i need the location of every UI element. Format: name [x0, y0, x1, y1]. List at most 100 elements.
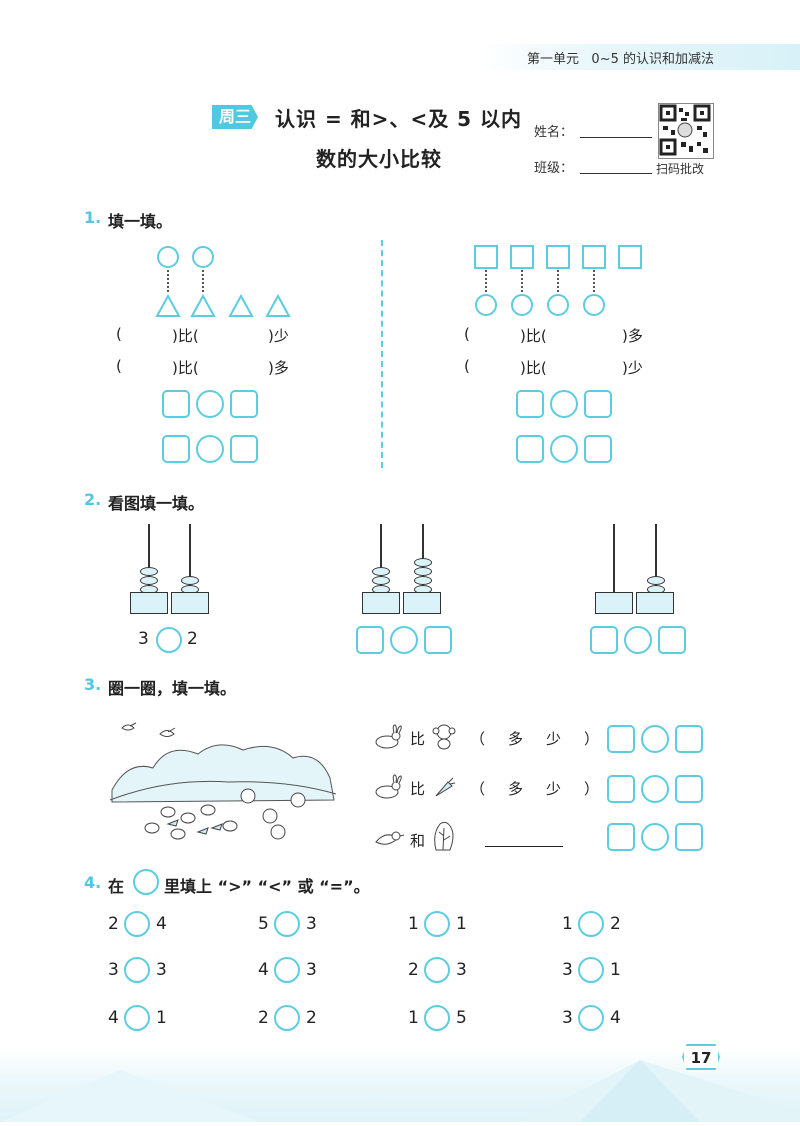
compare-circle[interactable]	[578, 1005, 604, 1031]
section-2-title: 看图填一填。	[108, 494, 205, 513]
compare-circle-example	[133, 869, 159, 895]
triangle-shape	[228, 294, 254, 317]
triangle-shape	[190, 294, 216, 317]
connector-word: 和	[410, 832, 426, 850]
number-right: 4	[610, 1008, 621, 1028]
header-bar	[0, 44, 800, 70]
answer-box-group[interactable]	[607, 823, 703, 853]
footer-band	[0, 1050, 800, 1122]
number-right: 1	[156, 1008, 167, 1028]
number-left: 3	[562, 960, 573, 980]
lesson-title-line2: 数的大小比较	[316, 147, 442, 171]
compare-text: )比(	[520, 327, 547, 345]
section-4-title-pre: 在	[108, 877, 125, 896]
number-right: 1	[456, 914, 467, 934]
answer-box-group[interactable]	[516, 435, 612, 465]
blank-open: (	[464, 325, 470, 343]
circle-shape	[192, 246, 214, 268]
circle-shape	[157, 246, 179, 268]
compare-circle[interactable]	[156, 627, 182, 653]
number-left: 1	[408, 914, 419, 934]
number-left: 2	[408, 960, 419, 980]
circle-shape	[547, 294, 569, 316]
compare-circle[interactable]	[274, 1005, 300, 1031]
class-label: 班级：	[534, 161, 574, 176]
compare-text: )少	[268, 327, 289, 345]
compare-circle[interactable]	[424, 1005, 450, 1031]
number-left: 2	[108, 914, 119, 934]
blank-open: (	[464, 357, 470, 375]
unit-topic: 0~5 的认识和加减法	[591, 52, 714, 67]
number-right: 5	[456, 1008, 467, 1028]
number-right: 1	[610, 960, 621, 980]
monkey-icon	[430, 722, 460, 754]
compare-circle[interactable]	[124, 1005, 150, 1031]
number-left: 4	[108, 1008, 119, 1028]
number-label: 2	[187, 629, 198, 649]
number-left: 1	[408, 1008, 419, 1028]
section-4-title-post: 里填上 “>” “<” 或 “=”。	[164, 877, 370, 896]
number-right: 3	[456, 960, 467, 980]
compare-circle[interactable]	[274, 911, 300, 937]
choice-more-less[interactable]: （ 多 少 ）	[470, 730, 604, 748]
compare-circle[interactable]	[124, 957, 150, 983]
answer-box-group[interactable]	[607, 775, 703, 805]
section-1-title: 填一填。	[108, 212, 173, 231]
cabbage-icon	[430, 820, 458, 856]
number-right: 2	[610, 914, 621, 934]
compare-text: )多	[268, 359, 289, 377]
connector-word: 比	[410, 730, 426, 748]
scene-illustration	[108, 720, 338, 846]
square-shape	[618, 245, 642, 269]
class-field[interactable]	[580, 173, 652, 174]
compare-circle[interactable]	[578, 957, 604, 983]
square-shape	[546, 245, 570, 269]
dotted-connector	[167, 270, 169, 292]
circle-shape	[583, 294, 605, 316]
compare-text: )比(	[520, 359, 547, 377]
number-left: 3	[108, 960, 119, 980]
triangle-shape	[265, 294, 291, 317]
answer-box-group[interactable]	[607, 725, 703, 755]
compare-circle[interactable]	[124, 911, 150, 937]
header-text: 第一单元 0~5 的认识和加减法	[527, 48, 714, 67]
number-left: 4	[258, 960, 269, 980]
answer-line[interactable]	[485, 846, 563, 847]
answer-box-group[interactable]	[162, 435, 258, 465]
name-field[interactable]	[580, 137, 652, 138]
qr-code[interactable]	[658, 103, 714, 159]
compare-circle[interactable]	[424, 957, 450, 983]
section-3-number: 3.	[84, 675, 102, 694]
dotted-connector	[521, 270, 523, 292]
answer-box-group[interactable]	[356, 626, 452, 656]
square-shape	[474, 245, 498, 269]
day-tag: 周三	[212, 105, 258, 129]
number-right: 2	[306, 1008, 317, 1028]
compare-text: )比(	[172, 327, 199, 345]
compare-circle[interactable]	[578, 911, 604, 937]
compare-circle[interactable]	[274, 957, 300, 983]
blank-open: (	[116, 325, 122, 343]
circle-shape	[511, 294, 533, 316]
section-3-title: 圈一圈，填一填。	[108, 679, 237, 698]
compare-text: )比(	[172, 359, 199, 377]
choice-more-less[interactable]: （ 多 少 ）	[470, 780, 604, 798]
triangle-shape	[155, 294, 181, 317]
dotted-connector	[485, 270, 487, 292]
dotted-connector	[202, 270, 204, 292]
answer-box-group[interactable]	[516, 390, 612, 420]
number-left: 3	[562, 1008, 573, 1028]
number-right: 4	[156, 914, 167, 934]
section-divider	[381, 240, 383, 468]
number-left: 2	[258, 1008, 269, 1028]
page-number: 17	[682, 1044, 720, 1070]
dotted-connector	[557, 270, 559, 292]
section-2-number: 2.	[84, 490, 102, 509]
name-label: 姓名：	[534, 125, 574, 140]
answer-box-group[interactable]	[590, 626, 686, 656]
square-shape	[510, 245, 534, 269]
square-shape	[582, 245, 606, 269]
answer-box-group[interactable]	[162, 390, 258, 420]
compare-text: )多	[622, 327, 643, 345]
compare-circle[interactable]	[424, 911, 450, 937]
